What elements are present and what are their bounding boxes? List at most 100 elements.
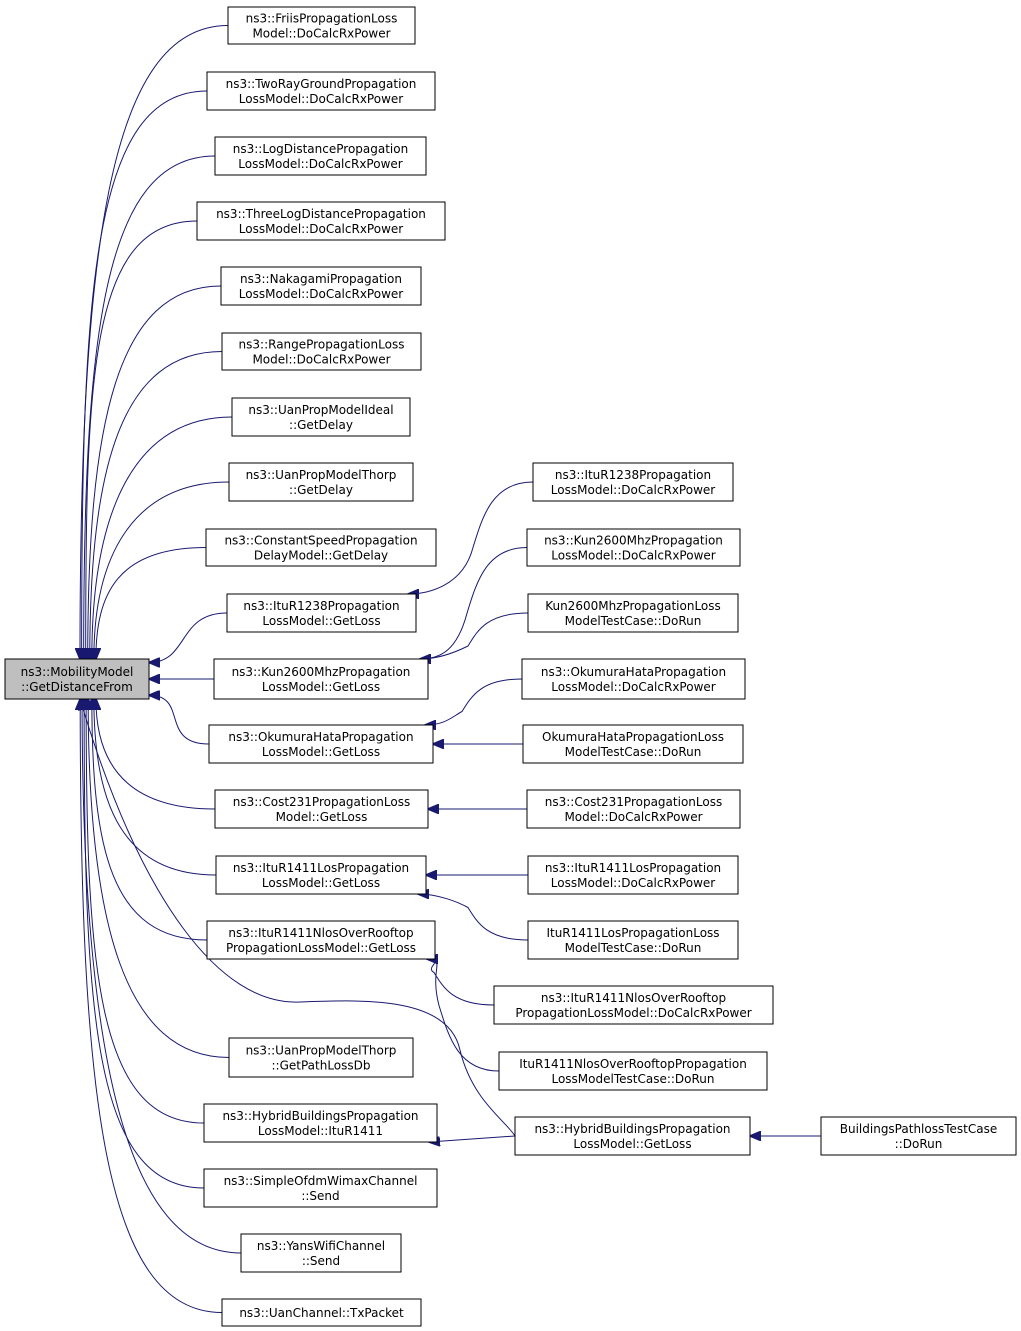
node-label-line: ns3::MobilityModel <box>21 665 134 679</box>
node-label-line: ::DoRun <box>895 1137 943 1151</box>
node-box-itur1411los <box>215 855 427 895</box>
node-box-range <box>221 332 422 371</box>
edge-cost231-to-root <box>96 699 216 810</box>
node-cost231[interactable]: ns3::Cost231PropagationLossModel::GetLos… <box>214 789 429 829</box>
node-root[interactable]: ns3::MobilityModel::GetDistanceFrom <box>4 658 150 700</box>
node-box-kun2600dcr <box>526 528 741 567</box>
edge-kun2600test-to-kun2600 <box>420 612 529 659</box>
node-itur1411losdcr[interactable]: ns3::ItuR1411LosPropagationLossModel::Do… <box>527 855 739 895</box>
node-box-uanideal <box>231 397 411 437</box>
node-itur1411los[interactable]: ns3::ItuR1411LosPropagationLossModel::Ge… <box>215 855 427 895</box>
node-kun2600dcr[interactable]: ns3::Kun2600MhzPropagationLossModel::DoC… <box>526 528 741 567</box>
node-itur1411lostest[interactable]: ItuR1411LosPropagationLossModelTestCase:… <box>527 920 739 960</box>
node-label-line: LossModel::GetLoss <box>262 680 380 694</box>
edge-tworay-to-root <box>82 90 208 659</box>
node-box-itur1238dcr <box>532 462 734 502</box>
node-label-line: ::GetDelay <box>289 483 353 497</box>
node-label-line: DelayModel::GetDelay <box>254 549 388 563</box>
node-simpleofdm[interactable]: ns3::SimpleOfdmWimaxChannel::Send <box>203 1168 438 1208</box>
node-label-line: ns3::LogDistancePropagation <box>233 142 408 156</box>
node-okumura[interactable]: ns3::OkumuraHataPropagationLossModel::Ge… <box>208 724 434 764</box>
node-label-line: Model::DoCalcRxPower <box>564 810 702 824</box>
node-uanideal[interactable]: ns3::UanPropModelIdeal::GetDelay <box>231 397 411 437</box>
node-itur1411nlos[interactable]: ns3::ItuR1411NlosOverRooftopPropagationL… <box>206 920 436 960</box>
node-hybriditu[interactable]: ns3::HybridBuildingsPropagationLossModel… <box>203 1103 438 1143</box>
edge-kun2600dcr-to-kun2600 <box>420 547 528 660</box>
node-friis[interactable]: ns3::FriisPropagationLossModel::DoCalcRx… <box>227 6 416 45</box>
node-nakagami[interactable]: ns3::NakagamiPropagationLossModel::DoCal… <box>220 266 422 306</box>
node-box-itur1411nlosdcr <box>493 985 774 1025</box>
node-box-tworay <box>206 71 436 111</box>
node-label-line: ns3::ItuR1238Propagation <box>243 599 399 613</box>
node-hybridgetloss[interactable]: ns3::HybridBuildingsPropagationLossModel… <box>514 1116 751 1156</box>
node-itur1238dcr[interactable]: ns3::ItuR1238PropagationLossModel::DoCal… <box>532 462 734 502</box>
edge-okumura-to-root <box>149 695 210 745</box>
node-kun2600[interactable]: ns3::Kun2600MhzPropagationLossModel::Get… <box>213 658 429 700</box>
node-threelog[interactable]: ns3::ThreeLogDistancePropagationLossMode… <box>196 201 446 241</box>
node-label-line: ns3::NakagamiPropagation <box>240 272 402 286</box>
node-okumuradcr[interactable]: ns3::OkumuraHataPropagationLossModel::Do… <box>521 658 746 700</box>
node-label-line: BuildingsPathlossTestCase <box>840 1122 997 1136</box>
node-uanthorp[interactable]: ns3::UanPropModelThorp::GetDelay <box>228 462 414 502</box>
node-box-uanchannel <box>221 1298 422 1327</box>
node-box-okumuradcr <box>521 658 746 700</box>
node-label-line: Kun2600MhzPropagationLoss <box>545 599 721 613</box>
node-label-line: LossModel::DoCalcRxPower <box>239 287 403 301</box>
node-box-threelog <box>196 201 446 241</box>
node-label-line: LossModel::ItuR1411 <box>258 1124 383 1138</box>
node-buildingstest[interactable]: BuildingsPathlossTestCase::DoRun <box>820 1116 1017 1156</box>
node-tworay[interactable]: ns3::TwoRayGroundPropagationLossModel::D… <box>206 71 436 111</box>
node-label-line: ns3::ItuR1411NlosOverRooftop <box>541 991 726 1005</box>
node-box-uanthorp <box>228 462 414 502</box>
node-itur1411nlostest[interactable]: ItuR1411NlosOverRooftopPropagationLossMo… <box>498 1051 768 1091</box>
node-label-line: ns3::ConstantSpeedPropagation <box>224 534 417 548</box>
node-label-line: ns3::FriisPropagationLoss <box>246 12 398 26</box>
node-label-line: ns3::ItuR1238Propagation <box>555 468 711 482</box>
node-label-line: LossModel::DoCalcRxPower <box>551 549 715 563</box>
node-label-line: LossModel::GetLoss <box>262 745 380 759</box>
edge-itur1411nlos-to-root <box>92 699 208 941</box>
node-box-yanswifi <box>240 1233 402 1273</box>
node-label-line: LossModel::DoCalcRxPower <box>238 157 402 171</box>
node-label-line: ns3::UanChannel::TxPacket <box>239 1306 404 1320</box>
edge-okumuradcr-to-okumura <box>425 678 523 725</box>
node-label-line: ModelTestCase::DoRun <box>565 614 702 628</box>
node-label-line: ns3::Cost231PropagationLoss <box>233 795 410 809</box>
edges-layer <box>80 25 821 1313</box>
node-kun2600test[interactable]: Kun2600MhzPropagationLossModelTestCase::… <box>527 593 739 633</box>
node-itur1411nlosdcr[interactable]: ns3::ItuR1411NlosOverRooftopPropagationL… <box>493 985 774 1025</box>
node-label-line: ns3::UanPropModelThorp <box>246 468 397 482</box>
node-yanswifi[interactable]: ns3::YansWifiChannel::Send <box>240 1233 402 1273</box>
node-label-line: LossModel::DoCalcRxPower <box>239 222 403 236</box>
edge-hybridgetloss-to-root <box>80 699 516 1137</box>
node-box-itur1411nlostest <box>498 1051 768 1091</box>
node-itur1238[interactable]: ns3::ItuR1238PropagationLossModel::GetLo… <box>226 593 417 633</box>
node-logdist[interactable]: ns3::LogDistancePropagationLossModel::Do… <box>214 136 427 176</box>
node-label-line: ns3::HybridBuildingsPropagation <box>222 1109 418 1123</box>
node-label-line: LossModel::GetLoss <box>262 876 380 890</box>
node-label-line: ns3::OkumuraHataPropagation <box>228 730 413 744</box>
edge-simpleofdm-to-root <box>84 699 205 1189</box>
node-uanthorppl[interactable]: ns3::UanPropModelThorp::GetPathLossDb <box>228 1037 414 1078</box>
edge-uanthorp-to-root <box>94 481 230 659</box>
node-constspeed[interactable]: ns3::ConstantSpeedPropagationDelayModel:… <box>205 528 437 567</box>
edge-threelog-to-root <box>86 220 198 659</box>
edge-hybridgetloss-to-hybriditu <box>429 1135 516 1142</box>
node-label-line: ns3::Cost231PropagationLoss <box>545 795 722 809</box>
node-label-line: LossModel::DoCalcRxPower <box>551 876 715 890</box>
node-range[interactable]: ns3::RangePropagationLossModel::DoCalcRx… <box>221 332 422 371</box>
node-box-constspeed <box>205 528 437 567</box>
node-label-line: ns3::ThreeLogDistancePropagation <box>216 207 426 221</box>
node-label-line: ns3::YansWifiChannel <box>257 1239 385 1253</box>
node-box-itur1238 <box>226 593 417 633</box>
edge-friis-to-root <box>80 25 229 660</box>
node-cost231dcr[interactable]: ns3::Cost231PropagationLossModel::DoCalc… <box>526 789 741 829</box>
node-box-kun2600 <box>213 658 429 700</box>
node-label-line: ns3::HybridBuildingsPropagation <box>534 1122 730 1136</box>
node-label-line: ns3::OkumuraHataPropagation <box>541 665 726 679</box>
node-okumuratest[interactable]: OkumuraHataPropagationLossModelTestCase:… <box>522 724 744 764</box>
node-label-line: ns3::Kun2600MhzPropagation <box>232 665 411 679</box>
node-uanchannel[interactable]: ns3::UanChannel::TxPacket <box>221 1298 422 1327</box>
node-box-itur1411nlos <box>206 920 436 960</box>
node-label-line: ns3::Kun2600MhzPropagation <box>544 534 723 548</box>
